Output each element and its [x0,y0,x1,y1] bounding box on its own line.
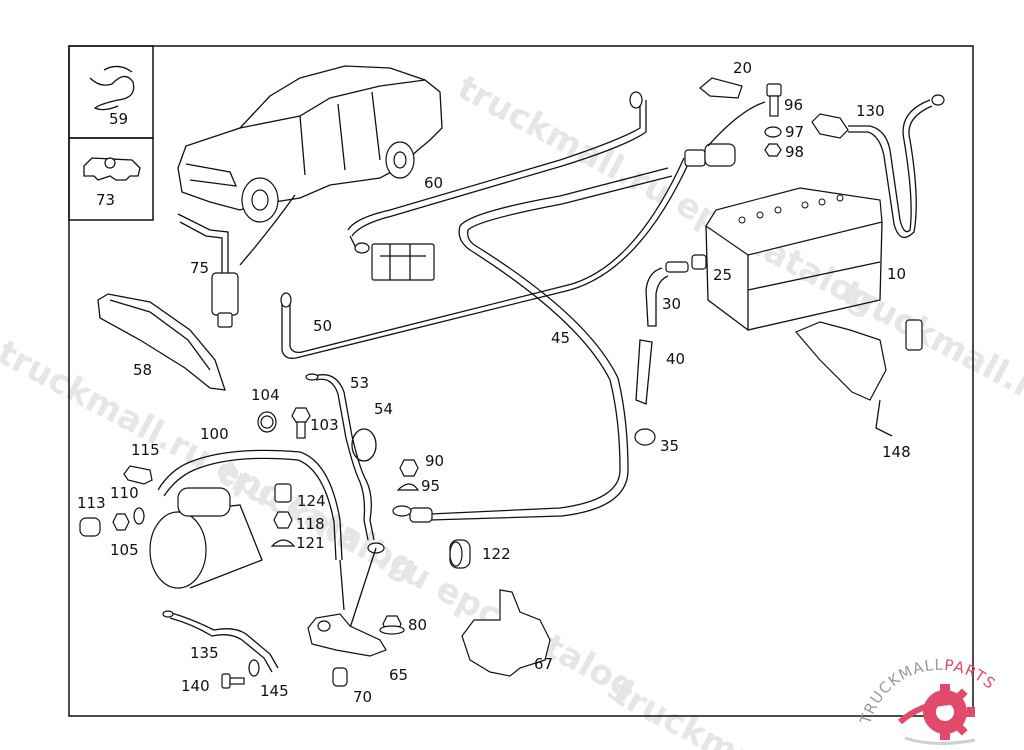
part-10-battery [705,187,883,331]
callout-90[interactable]: 90 [425,452,444,470]
part-65-block [307,547,387,657]
callout-118[interactable]: 118 [296,515,325,533]
callout-140[interactable]: 140 [181,677,210,695]
callout-103[interactable]: 103 [310,416,339,434]
callout-113[interactable]: 113 [77,494,106,512]
diagram-frame [68,45,974,717]
part-145-washer [248,659,260,677]
part-121-washer [270,539,296,547]
part-122-spacer [449,539,471,569]
part-115-bracket [123,465,153,485]
inset-box-73 [68,137,154,221]
callout-135[interactable]: 135 [190,644,219,662]
callout-73[interactable]: 73 [96,191,115,209]
part-105-nut [112,513,130,531]
callout-110[interactable]: 110 [110,484,139,502]
callout-60[interactable]: 60 [424,174,443,192]
callout-54[interactable]: 54 [374,400,393,418]
callout-25[interactable]: 25 [713,266,732,284]
part-75-sensor [177,213,239,328]
part-54-loop [351,428,377,462]
part-40-hose [635,339,653,405]
part-95-washer [396,483,420,491]
callout-104[interactable]: 104 [251,386,280,404]
part-58-cover [97,293,226,391]
callout-130[interactable]: 130 [856,102,885,120]
callout-10[interactable]: 10 [887,265,906,283]
callout-67[interactable]: 67 [534,655,553,673]
callout-30[interactable]: 30 [662,295,681,313]
callout-95[interactable]: 95 [421,477,440,495]
callout-121[interactable]: 121 [296,534,325,552]
part-130-cable [811,94,945,239]
callout-145[interactable]: 145 [260,682,289,700]
part-97-washer [764,126,782,138]
part-60-cable [347,91,647,281]
part-70-sleeve [332,667,348,687]
callout-35[interactable]: 35 [660,437,679,455]
callout-53[interactable]: 53 [350,374,369,392]
part-118-nut [273,511,293,529]
callout-122[interactable]: 122 [482,545,511,563]
part-140-bolt [221,673,245,689]
part-110-washer [133,507,145,525]
part-103-bolt [291,407,311,439]
gear-icon [923,684,975,740]
car-illustration [177,65,443,223]
part-96-bolt [766,83,782,117]
part-battery-terminal [684,101,766,167]
part-73-holder [83,157,141,181]
part-98-nut [764,143,782,157]
watermark-text: truckmall.ru epc catalog [836,273,1024,528]
truckmall-parts-logo: TRUCKMALLPARTS [856,656,998,746]
arrow-75-to-car [239,194,296,266]
part-135-cable [162,610,279,673]
callout-50[interactable]: 50 [313,317,332,335]
callout-124[interactable]: 124 [297,492,326,510]
part-90-nut [399,459,419,477]
part-25-plug [665,254,707,273]
callout-45[interactable]: 45 [551,329,570,347]
callout-80[interactable]: 80 [408,616,427,634]
callout-58[interactable]: 58 [133,361,152,379]
callout-75[interactable]: 75 [190,259,209,277]
callout-98[interactable]: 98 [785,143,804,161]
callout-97[interactable]: 97 [785,123,804,141]
callout-labels: 59 73 20 96 97 98 130 60 75 25 10 30 50 … [77,59,911,706]
part-104-nut [257,411,277,433]
part-124-sleeve [274,483,292,503]
callout-40[interactable]: 40 [666,350,685,368]
part-59-clip [89,65,135,111]
callout-115[interactable]: 115 [131,441,160,459]
part-20-cover [699,77,743,99]
part-67-relay [461,589,551,677]
part-30-elbow [645,267,669,327]
part-45-cable [392,167,673,523]
callout-148[interactable]: 148 [882,443,911,461]
part-starter-motor [149,487,263,589]
part-113-bushing [79,517,101,537]
part-35-grommet [634,428,656,446]
part-148-switch [795,319,923,437]
callout-96[interactable]: 96 [784,96,803,114]
callout-65[interactable]: 65 [389,666,408,684]
callout-70[interactable]: 70 [353,688,372,706]
callout-59[interactable]: 59 [109,110,128,128]
callout-105[interactable]: 105 [110,541,139,559]
part-50-cable [280,157,691,359]
part-100-cable [157,449,343,561]
callout-20[interactable]: 20 [733,59,752,77]
part-80-nut [379,615,405,635]
callout-100[interactable]: 100 [200,425,229,443]
